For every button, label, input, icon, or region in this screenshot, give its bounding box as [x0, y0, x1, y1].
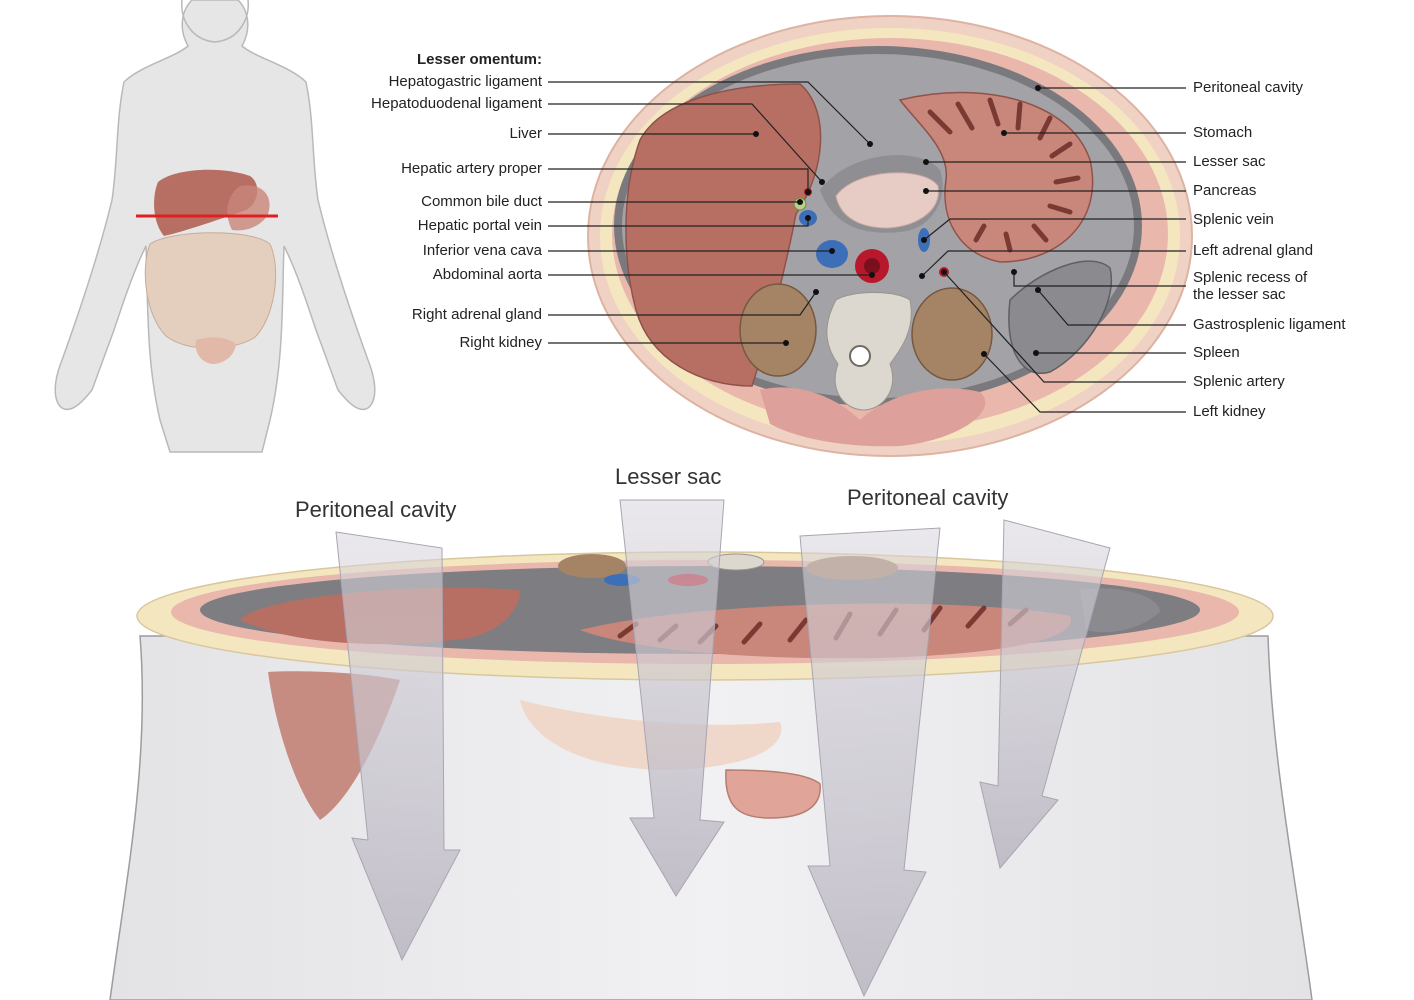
leader-splenic-recess	[1013, 272, 1186, 287]
label-splenic-recess-line2: the lesser sac	[1193, 286, 1286, 303]
arrow-peritoneal-cavity-left	[335, 531, 461, 962]
label-spleen: Spleen	[1193, 344, 1240, 361]
label-lesser-omentum-heading: Lesser omentum:	[416, 51, 542, 68]
stomach-section	[898, 91, 1094, 263]
flow-arrows	[335, 499, 1111, 998]
body-silhouette	[54, 0, 376, 453]
spleen-surface-3d	[1080, 588, 1160, 633]
back-muscles	[760, 387, 986, 447]
label-right-adrenal-gland: Right adrenal gland	[411, 306, 542, 323]
left-kidney-section	[911, 287, 993, 381]
label-pancreas: Pancreas	[1193, 182, 1257, 199]
label-common-bile-duct: Common bile duct	[421, 193, 542, 210]
label-inferior-vena-cava: Inferior vena cava	[422, 242, 542, 259]
stomach-rugae	[927, 97, 1081, 253]
arrow-peritoneal-cavity-right	[799, 527, 941, 998]
leader-hepatic-artery-proper	[548, 168, 809, 192]
right-kidney-section	[739, 283, 817, 377]
label-splenic-artery: Splenic artery	[1193, 373, 1285, 390]
bladder-miniature	[195, 337, 236, 364]
leader-gastrosplenic-ligament	[1037, 289, 1186, 326]
cross-section	[587, 15, 1193, 457]
arrow-peritoneal-cavity-far-right	[979, 519, 1111, 870]
label-abdominal-aorta: Abdominal aorta	[432, 266, 542, 283]
leader-right-adrenal-gland	[548, 291, 817, 316]
label-peritoneal-cavity-left-big: Peritoneal cavity	[295, 497, 457, 522]
label-left-adrenal-gland: Left adrenal gland	[1193, 242, 1314, 259]
arrow-lesser-sac	[619, 499, 725, 897]
leader-left-kidney	[983, 353, 1186, 413]
label-lesser-sac-big: Lesser sac	[615, 464, 722, 489]
leader-dots	[753, 85, 1041, 357]
label-hepatic-artery-proper: Hepatic artery proper	[401, 160, 542, 177]
intestines-miniature	[144, 232, 277, 349]
label-liver: Liver	[509, 125, 542, 142]
leader-hepatoduodenal-ligament	[548, 103, 823, 183]
leader-hepatogastric-ligament	[548, 81, 871, 145]
pancreas-section	[835, 172, 939, 229]
liver-miniature	[154, 169, 258, 236]
label-gastrosplenic-ligament: Gastrosplenic ligament	[1193, 316, 1346, 333]
leader-left-adrenal-gland	[921, 250, 1186, 277]
label-peritoneal-cavity-right-big: Peritoneal cavity	[847, 485, 1009, 510]
leader-splenic-artery	[943, 271, 1186, 383]
label-right-kidney: Right kidney	[459, 334, 542, 351]
label-splenic-vein: Splenic vein	[1193, 211, 1274, 228]
torso-outline	[54, 0, 376, 453]
spinal-canal	[849, 345, 871, 367]
duodenum-3d	[725, 769, 821, 819]
spleen-section	[1008, 260, 1113, 375]
label-peritoneal-cavity: Peritoneal cavity	[1193, 79, 1304, 96]
stomach-miniature	[227, 185, 270, 231]
aorta-lumen	[864, 258, 880, 274]
head-outline	[181, 0, 249, 43]
label-splenic-recess-line1: Splenic recess of	[1193, 269, 1308, 286]
label-hepatic-portal-vein: Hepatic portal vein	[417, 217, 542, 234]
label-hepatoduodenal-ligament: Hepatoduodenal ligament	[371, 95, 542, 112]
label-lesser-sac: Lesser sac	[1193, 153, 1266, 170]
label-hepatogastric-ligament: Hepatogastric ligament	[388, 73, 542, 90]
label-stomach: Stomach	[1193, 124, 1253, 141]
label-left-kidney: Left kidney	[1193, 403, 1266, 420]
right-kidney-3d	[558, 554, 626, 578]
leader-lines	[548, 81, 1186, 413]
leader-splenic-vein	[923, 218, 1186, 241]
